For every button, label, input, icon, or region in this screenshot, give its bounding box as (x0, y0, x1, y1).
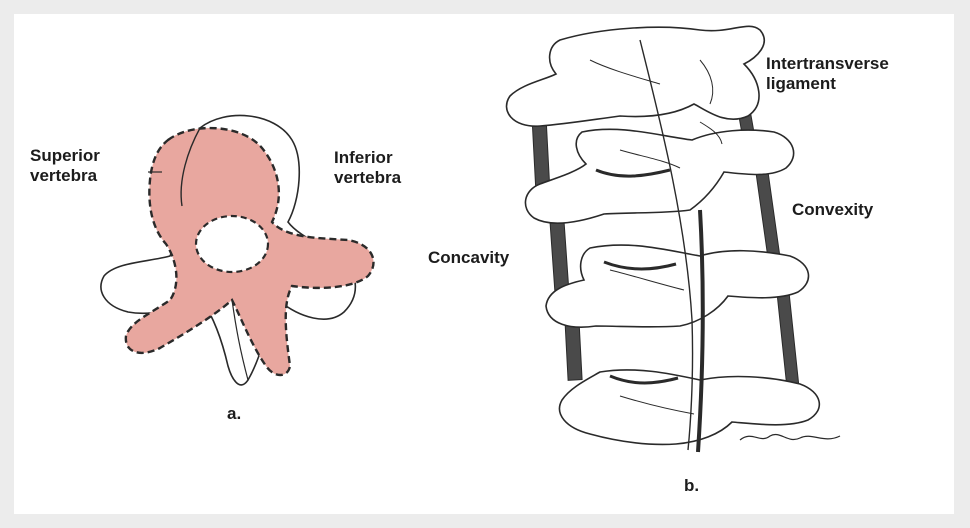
intertransverse-ligament-label: Intertransverse ligament (766, 54, 889, 94)
ligament-label-line2: ligament (766, 74, 889, 94)
inferior-vertebra-label: Inferior vertebra (334, 148, 401, 188)
vertebra-level-1 (507, 26, 765, 126)
superior-vertebra-label: Superior vertebra (30, 146, 100, 186)
spinous-crest-inner (698, 210, 703, 452)
inferior-label-line2: vertebra (334, 168, 401, 188)
inferior-label-line1: Inferior (334, 148, 401, 168)
vertebra-level-3 (546, 245, 808, 327)
concavity-label: Concavity (428, 248, 509, 268)
superior-label-line2: vertebra (30, 166, 100, 186)
ligament-label-line1: Intertransverse (766, 54, 889, 74)
figure-a-diagram (101, 116, 374, 385)
figure-a-panel-label: a. (227, 404, 241, 424)
left-ligaments (532, 120, 582, 381)
spinal-canal (196, 216, 268, 272)
artist-signature (740, 434, 840, 440)
figure-b-panel-label: b. (684, 476, 699, 496)
convexity-label: Convexity (792, 200, 873, 220)
superior-label-line1: Superior (30, 146, 100, 166)
